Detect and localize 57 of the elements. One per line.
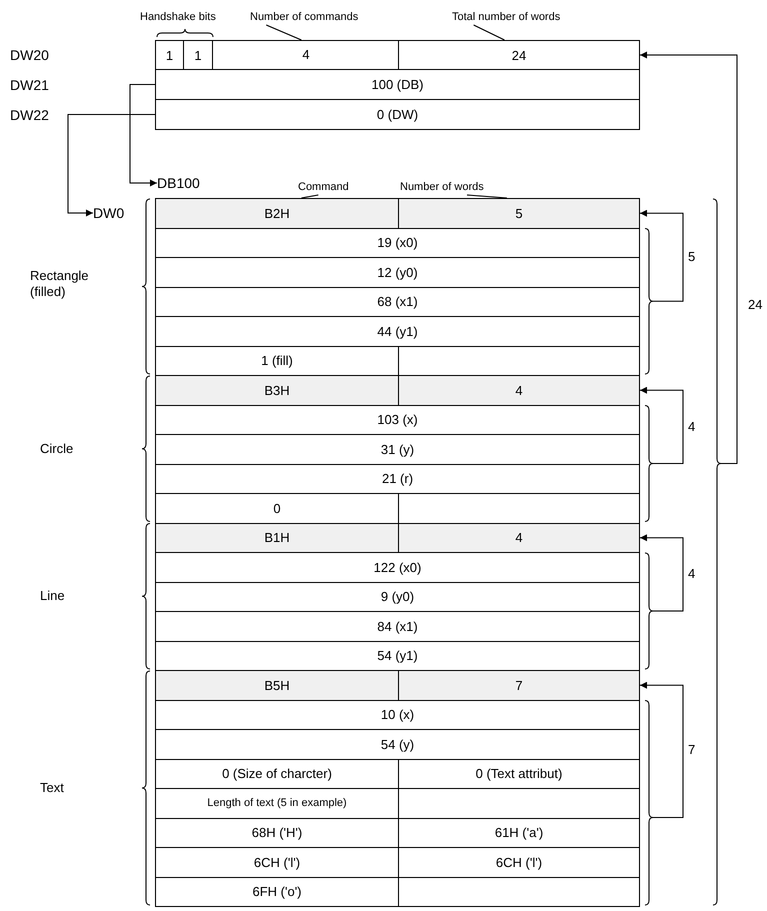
command-header-cell: B2H (155, 198, 399, 228)
bracket-arrow (640, 52, 738, 464)
bracket-arrow (640, 534, 684, 612)
leader-line (266, 24, 302, 40)
word-count-label: 5 (688, 249, 696, 265)
address-label: DW0 (93, 205, 124, 221)
group-label: Rectangle (filled) (30, 268, 90, 300)
table-cell: 122 (x0) (155, 552, 640, 582)
leader-line (473, 24, 505, 40)
address-label: DW20 (10, 47, 49, 63)
command-header-cell: 7 (398, 670, 640, 700)
field-label: Total number of words (452, 9, 560, 25)
address-label: DB100 (157, 175, 200, 191)
table-cell (398, 876, 640, 907)
word-count-label: 4 (688, 419, 696, 435)
table-cell: 54 (y) (155, 729, 640, 760)
table-cell: 100 (DB) (155, 69, 640, 100)
command-header-cell: 5 (398, 198, 640, 228)
command-header-cell: 4 (398, 375, 640, 406)
table-cell: 21 (r) (155, 464, 640, 494)
bracket-arrow (640, 682, 684, 818)
command-header-cell: B3H (155, 375, 399, 406)
table-cell (155, 40, 399, 70)
address-label: DW22 (10, 107, 49, 123)
table-cell: 68 (x1) (155, 286, 640, 317)
table-cell: 10 (x) (155, 700, 640, 730)
bracket-arrow (640, 386, 684, 464)
table-cell: 0 (DW) (155, 99, 640, 130)
table-cell: 84 (x1) (155, 611, 640, 642)
table-cell: 24 (398, 40, 640, 70)
field-label: Handshake bits (140, 10, 216, 25)
table-cell: 19 (x0) (155, 228, 640, 258)
cell-value: 4 (301, 47, 311, 62)
leader-line (300, 194, 319, 198)
address-label: DW21 (10, 77, 49, 93)
command-header-cell: B1H (155, 522, 399, 553)
group-label: Line (40, 588, 66, 604)
command-header-cell: B5H (155, 670, 399, 700)
table-cell: 9 (y0) (155, 582, 640, 612)
table-cell: 6FH ('o') (155, 876, 399, 907)
word-count-label: 4 (688, 566, 696, 582)
command-header-cell: 4 (398, 522, 640, 553)
table-cell: 103 (x) (155, 404, 640, 435)
bracket-arrow (640, 210, 684, 302)
word-count-label: 24 (748, 297, 762, 313)
leader-line (466, 194, 508, 198)
group-label: Text (40, 780, 65, 796)
field-label: Command (298, 179, 349, 195)
word-count-label: 7 (688, 742, 696, 758)
table-cell: 31 (y) (155, 434, 640, 464)
group-label: Circle (40, 441, 74, 457)
field-label: Number of commands (250, 9, 358, 25)
field-label: Number of words (400, 179, 484, 195)
table-cell: 44 (y1) (155, 316, 640, 346)
pointer-arrow (68, 114, 156, 216)
table-cell: 12 (y0) (155, 257, 640, 288)
pointer-arrow (130, 84, 158, 186)
